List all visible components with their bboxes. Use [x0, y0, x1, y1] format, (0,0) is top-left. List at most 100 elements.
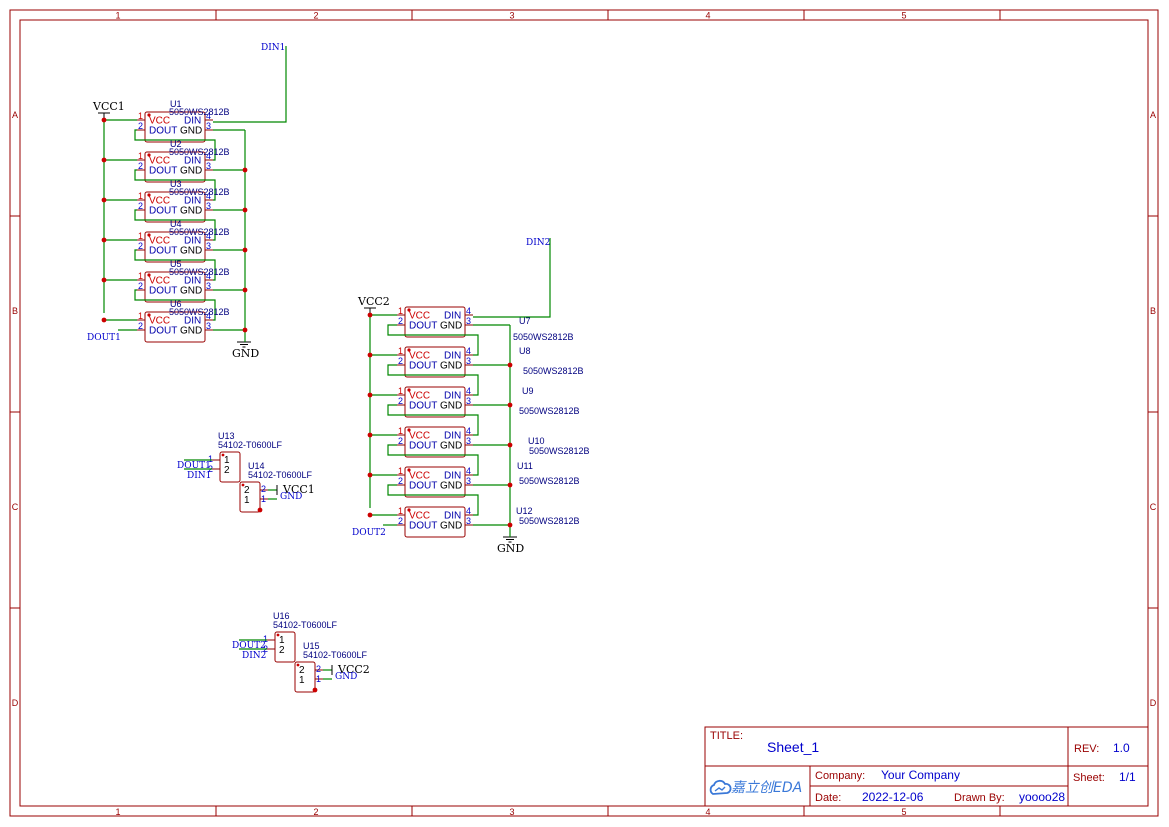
pin-number: 2 — [398, 396, 403, 406]
sheet-value: 1/1 — [1119, 770, 1136, 784]
zone-col-bottom: 5 — [901, 807, 906, 817]
rev-label: REV: — [1074, 743, 1099, 755]
chip-part: 5050WS2812B — [169, 307, 230, 317]
pin-number: 2 — [224, 465, 230, 476]
zone-row-right: B — [1150, 306, 1156, 316]
pin-din-label: DIN — [444, 391, 461, 402]
pin-din-label: DIN — [444, 511, 461, 522]
title-block: TITLE: Sheet_1 REV: 1.0 Company: Your Co… — [704, 726, 1149, 807]
title-label: TITLE: — [710, 730, 743, 742]
pin-number: 3 — [206, 241, 211, 251]
pin-number: 1 — [138, 151, 143, 161]
pin-dout-label: DOUT — [149, 206, 177, 217]
junction-dot — [312, 687, 318, 693]
zone-col-bottom: 1 — [115, 807, 120, 817]
company-value: Your Company — [881, 768, 960, 782]
pin-dout-label: DOUT — [409, 481, 437, 492]
connector-net-label: DIN2 — [242, 651, 266, 661]
chip-body — [144, 191, 206, 223]
pin-vcc-label: VCC — [149, 316, 170, 327]
pin-number: 3 — [466, 436, 471, 446]
connector-part: 54102-T0600LF — [273, 620, 338, 630]
pin-number: 1 — [398, 426, 403, 436]
zone-row-right: D — [1150, 698, 1157, 708]
pin-gnd-label: GND — [440, 361, 462, 372]
pin-gnd-label: GND — [180, 206, 202, 217]
junction-dot — [367, 472, 373, 478]
connector-gnd-label: GND — [335, 672, 357, 682]
pin-number: 2 — [138, 241, 143, 251]
pin-dout-label: DOUT — [149, 286, 177, 297]
chip-body — [144, 231, 206, 263]
pin-din-label: DIN — [184, 156, 201, 167]
chip-ref: U2 — [170, 139, 182, 149]
junction-dot — [101, 237, 107, 243]
chip-ref: U6 — [170, 299, 182, 309]
chip-part: 5050WS2812B — [169, 267, 230, 277]
vcc1-power-label: VCC1 — [92, 100, 125, 113]
pin-number: 2 — [138, 281, 143, 291]
junction-dot — [257, 507, 263, 513]
pin-number: 1 — [224, 455, 230, 466]
pin-vcc-label: VCC — [149, 116, 170, 127]
connector-body — [219, 451, 241, 483]
sheet-label: Sheet: — [1073, 772, 1105, 784]
pin-number: 4 — [206, 311, 211, 321]
connector-ref: U16 — [273, 611, 290, 621]
pin-din-label: DIN — [444, 351, 461, 362]
connector-part: 54102-T0600LF — [303, 650, 368, 660]
junction-dot — [507, 362, 513, 368]
junction-dot — [367, 432, 373, 438]
pin-number: 2 — [279, 645, 285, 656]
pin-dout-label: DOUT — [409, 361, 437, 372]
pin-gnd-label: GND — [180, 326, 202, 337]
pin-number: 2 — [398, 516, 403, 526]
connector-body — [294, 661, 316, 693]
pin-din-label: DIN — [184, 196, 201, 207]
connector-body — [274, 631, 296, 663]
pin-number: 3 — [206, 201, 211, 211]
vcc2-power-label: VCC2 — [357, 295, 390, 308]
junction-dot — [507, 522, 513, 528]
connector-net-label: DOUT1 — [177, 461, 211, 471]
chip-part: 5050WS2812B — [529, 446, 590, 456]
junction-dot — [507, 482, 513, 488]
connector-part: 54102-T0600LF — [218, 440, 283, 450]
chip-ref: U5 — [170, 259, 182, 269]
chip-body — [144, 311, 206, 343]
junction-dot — [242, 287, 248, 293]
drawn-by-label: Drawn By: — [954, 792, 1005, 804]
pin-number: 4 — [206, 231, 211, 241]
junction-dot — [101, 277, 107, 283]
pin-gnd-label: GND — [440, 401, 462, 412]
chip-part: 5050WS2812B — [169, 227, 230, 237]
pin-vcc-label: VCC — [149, 196, 170, 207]
pin-number: 3 — [206, 161, 211, 171]
led-chain-left: VCC1 DIN1 DOUT1 GND 1243VCCDOUTDINGNDU15… — [87, 43, 287, 360]
pin-number: 3 — [466, 396, 471, 406]
connector-ref: U13 — [218, 431, 235, 441]
pin-number: 4 — [206, 111, 211, 121]
pin-dout-label: DOUT — [149, 126, 177, 137]
pin-number: 1 — [398, 386, 403, 396]
zone-col-top: 3 — [509, 11, 514, 21]
pin-gnd-label: GND — [440, 521, 462, 532]
chip-ref: U7 — [519, 316, 531, 326]
pin-number: 1 — [398, 306, 403, 316]
chip-part: 5050WS2812B — [519, 476, 580, 486]
zone-col-bottom: 4 — [705, 807, 710, 817]
pin-din-label: DIN — [444, 311, 461, 322]
sheet-title: Sheet_1 — [767, 739, 819, 755]
chip-body — [404, 386, 466, 418]
chip-ref: U12 — [516, 506, 533, 516]
pin-vcc-label: VCC — [409, 391, 430, 402]
junction-dot — [242, 167, 248, 173]
